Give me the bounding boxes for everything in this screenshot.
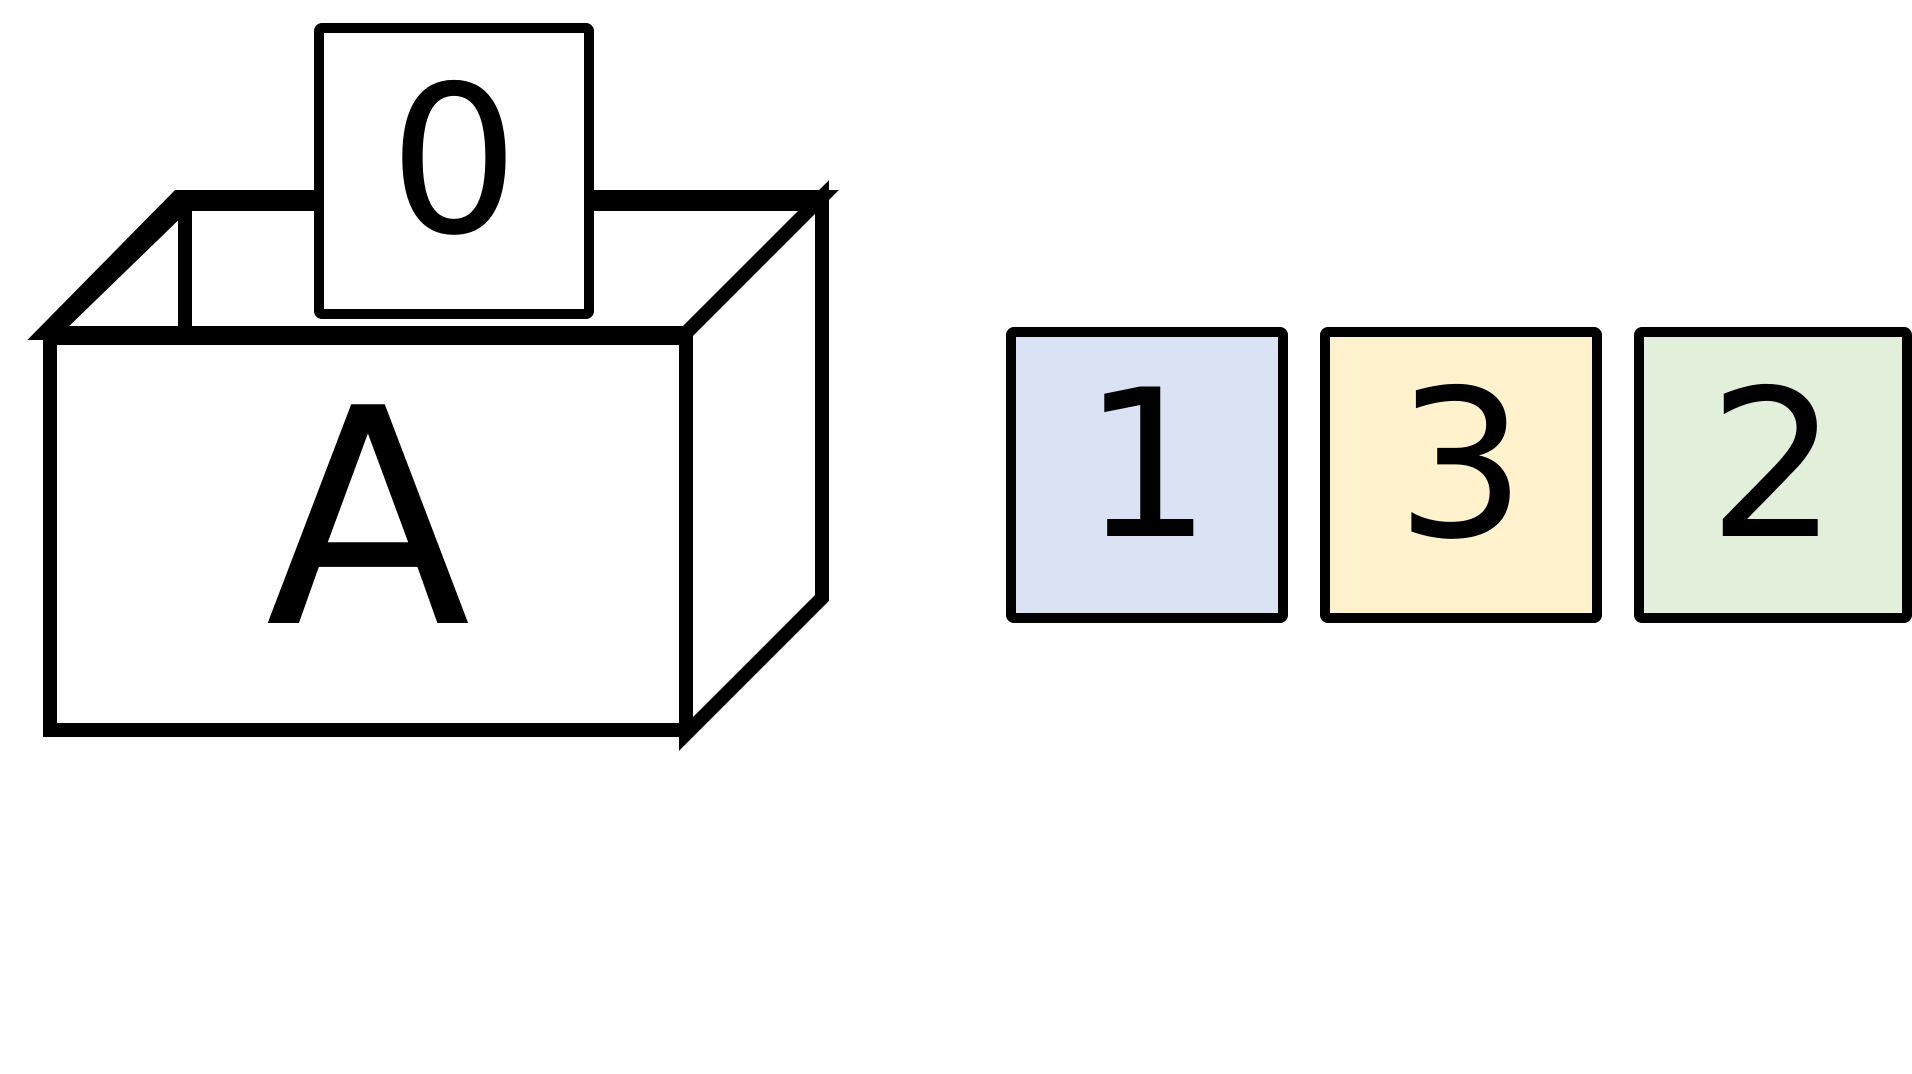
card-3-rect [1320, 327, 1602, 623]
box-front-face [43, 331, 693, 737]
box-a: 0 A [27, 23, 839, 751]
inserted-card-0-rect [314, 23, 594, 319]
card-1-label: 1 [1082, 347, 1212, 585]
card-3: 3 [1320, 327, 1602, 623]
card-1-rect [1006, 327, 1288, 623]
card-1: 1 [1006, 327, 1288, 623]
card-3-label: 3 [1396, 347, 1526, 585]
inserted-card-0-label: 0 [389, 43, 519, 281]
card-2-label: 2 [1708, 347, 1838, 585]
box-a-label: A [265, 345, 471, 694]
card-2-rect [1634, 327, 1912, 623]
inserted-card-0: 0 [314, 23, 594, 319]
box-opening-inner-diagonal [47, 198, 190, 339]
card-2: 2 [1634, 327, 1912, 623]
